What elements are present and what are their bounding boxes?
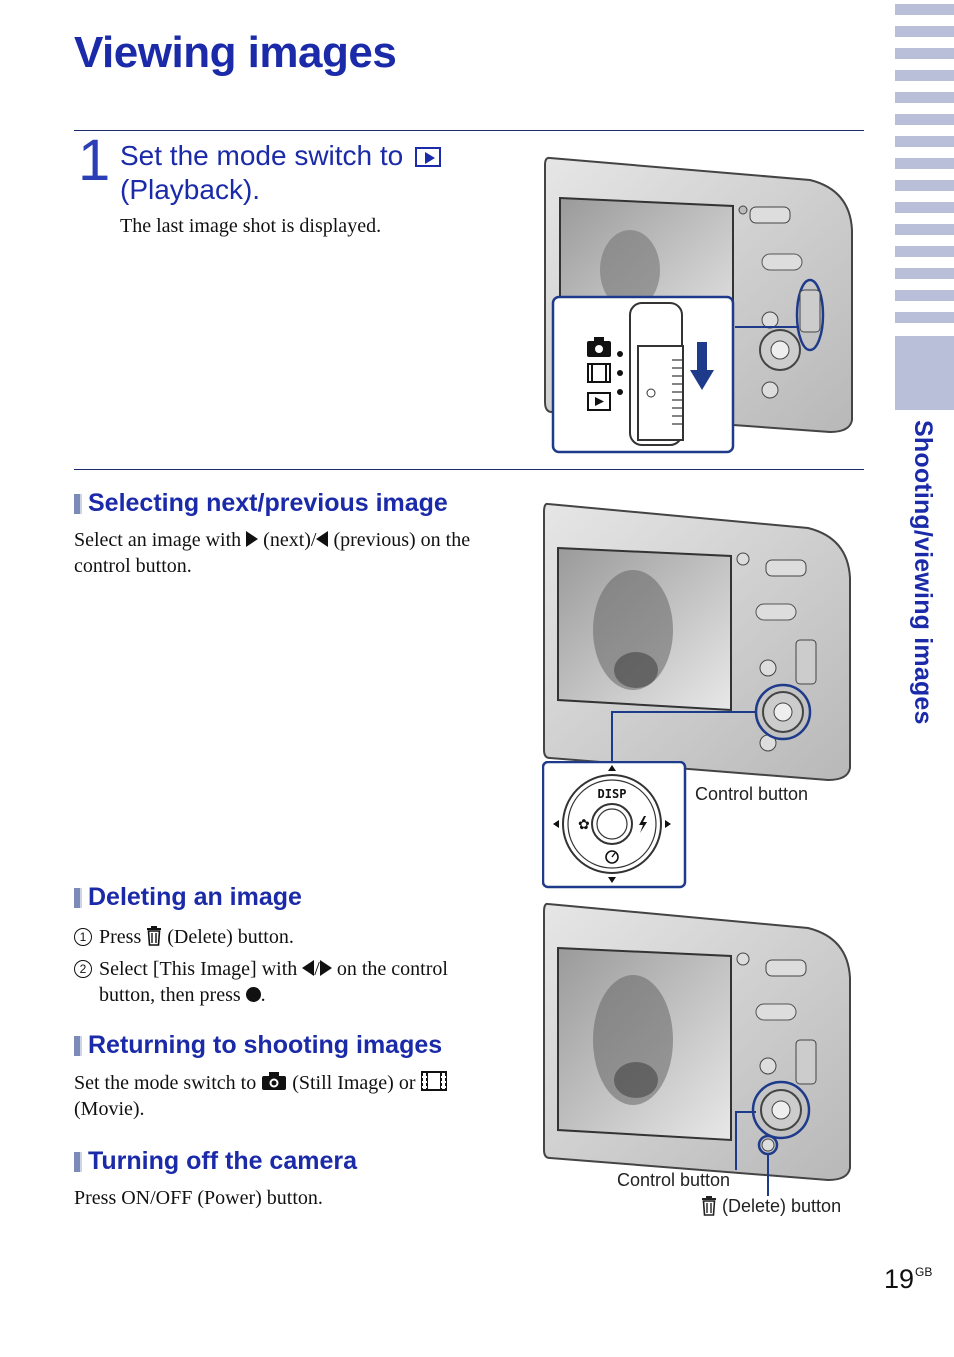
- right-arrow-icon: [246, 531, 259, 547]
- section-heading-delete: Deleting an image: [74, 883, 302, 912]
- turn-off-body: Press ON/OFF (Power) button.: [74, 1187, 323, 1209]
- section-heading-select: Selecting next/previous image: [74, 489, 448, 518]
- still-camera-icon: [262, 1072, 287, 1090]
- control-button-label: Control button: [695, 784, 809, 804]
- right-arrow-icon: [319, 960, 332, 976]
- return-body: Set the mode switch to (Still Image) or …: [74, 1070, 504, 1122]
- left-arrow-icon: [302, 960, 315, 976]
- section-heading-return: Returning to shooting images: [74, 1031, 442, 1060]
- step-title-text-2: (Playback).: [120, 174, 261, 205]
- self-timer-icon: [605, 850, 619, 864]
- camera-figure-control: [543, 502, 851, 782]
- control-button-label-2: Control button: [617, 1170, 731, 1190]
- camera-figure-mode-switch: [544, 156, 853, 454]
- flash-icon: [639, 816, 647, 833]
- disp-label: DISP: [598, 787, 627, 801]
- side-tab-label: Shooting/viewing images: [909, 420, 937, 725]
- playback-icon: [415, 147, 442, 167]
- side-tab-marker: [895, 336, 954, 410]
- control-button-dial: DISP ✿: [542, 761, 687, 889]
- left-arrow-icon: [316, 531, 329, 547]
- trash-icon: [702, 1196, 716, 1216]
- divider-top: [74, 130, 864, 131]
- page-title: Viewing images: [74, 28, 397, 77]
- step-title: Set the mode switch to (Playback).: [120, 139, 480, 207]
- step-circle-2: 2: [74, 960, 92, 978]
- trash-icon: [147, 926, 162, 946]
- step-title-text: Set the mode switch to: [120, 140, 404, 171]
- center-button-icon: [245, 987, 261, 1002]
- delete-step-2: 2 Select [This Image] with / on the cont…: [74, 956, 514, 1008]
- camera-figure-delete: [543, 902, 851, 1196]
- delete-button-label: (Delete) button: [701, 1196, 841, 1217]
- macro-icon: ✿: [578, 817, 590, 833]
- section-heading-off: Turning off the camera: [74, 1147, 357, 1176]
- step-number: 1: [78, 128, 111, 193]
- page-number: 19GB: [884, 1264, 933, 1294]
- divider-middle: [74, 469, 864, 470]
- step-circle-1: 1: [74, 928, 92, 946]
- movie-icon: [420, 1071, 447, 1091]
- step-body: The last image shot is displayed.: [120, 215, 382, 237]
- select-body: Select an image with (next)/ (previous) …: [74, 529, 471, 577]
- side-tab-stripes: [895, 0, 954, 330]
